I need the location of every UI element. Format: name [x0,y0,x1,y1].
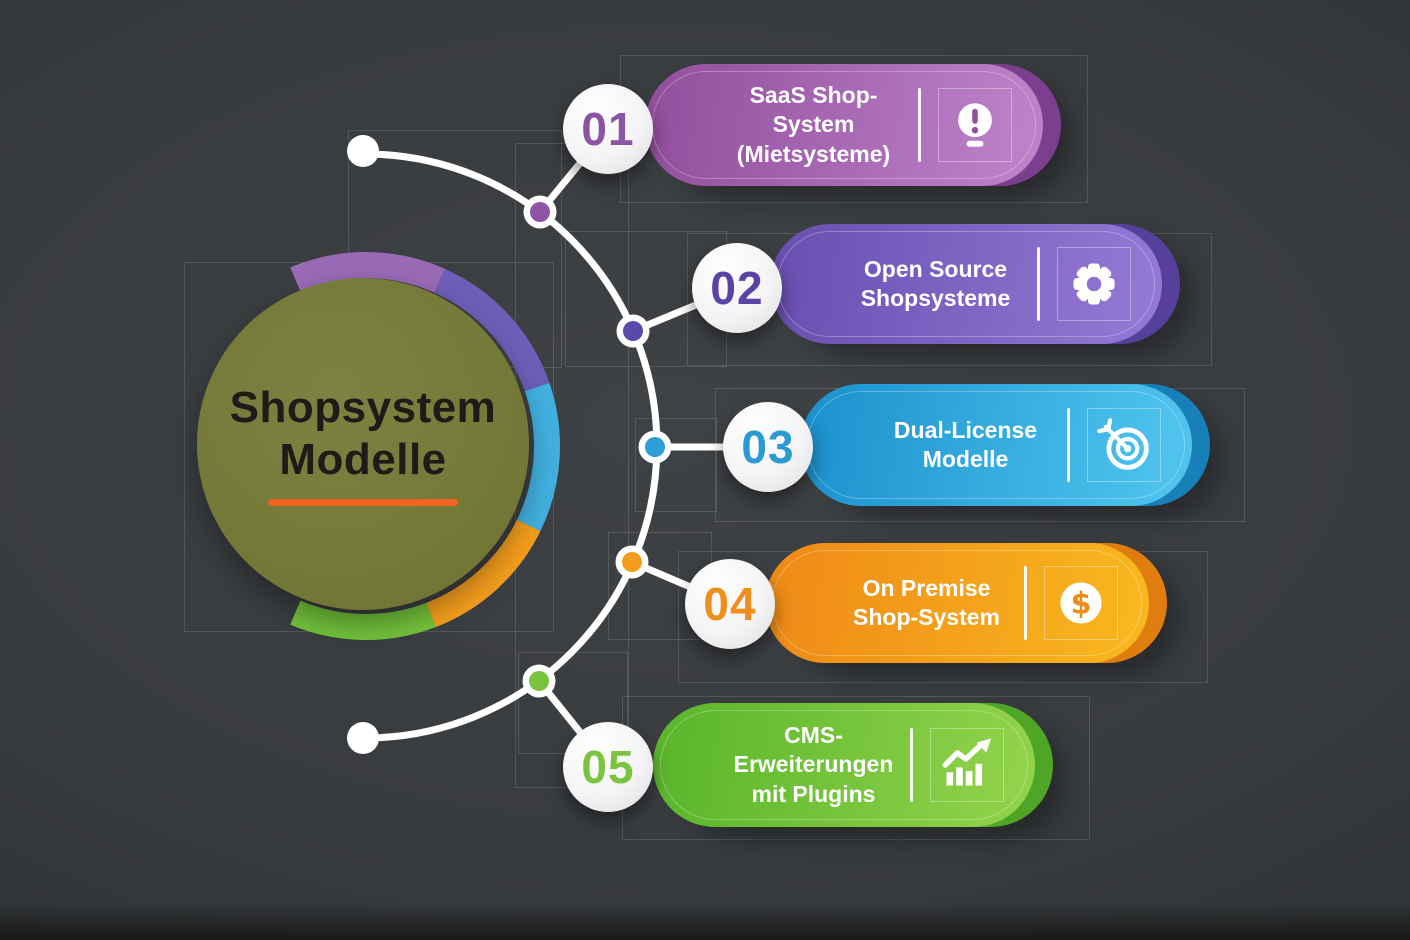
pill-divider [1024,566,1027,640]
step-circle-02: 02 [692,243,782,333]
step-number: 03 [741,421,795,473]
item-label: Dual-License Modelle [878,416,1053,475]
item-pill-on-premise: On Premise Shop-System $ [765,543,1167,663]
item-pill-cms: CMS-Erweiterungen mit Plugins [653,703,1053,827]
pill-divider [1067,408,1070,482]
title-underline [268,499,458,507]
lightbulb-exclamation-icon [958,103,992,147]
item-label-line2: mit Plugins [751,780,876,807]
step-circle-04: 04 [685,559,775,649]
item-pill-open-source: Open Source Shopsysteme [770,224,1180,344]
step-number: 01 [581,103,635,155]
item-label-line2: Modelle [922,446,1009,472]
pill-divider [918,88,921,162]
step-circle-01: 01 [563,84,653,174]
title-line-1: Shopsystem [229,382,497,432]
icon-frame: $ [1035,557,1127,649]
item-label: Open Source Shopsysteme [848,255,1023,314]
item-label-line2: Shop-System [853,604,1000,630]
item-pill-dual-license: Dual-License Modelle [800,384,1210,506]
step-circle-03: 03 [723,402,813,492]
icon-frame [1048,238,1140,330]
item-label-line1: CMS-Erweiterungen [733,721,894,778]
decor-rectangle [635,418,717,512]
icon-frame [921,719,1013,811]
growth-chart-icon [942,738,992,786]
step-number: 02 [710,262,764,314]
pill-body: CMS-Erweiterungen mit Plugins [653,703,1035,827]
icon-frame [1078,399,1170,491]
item-label-line1: SaaS Shop-System [749,81,878,138]
item-label-line1: Open Source [863,255,1008,282]
step-number: 04 [703,578,757,630]
item-label: SaaS Shop-System (Mietsysteme) [723,81,904,169]
pill-divider [910,728,913,802]
pill-body: SaaS Shop-System (Mietsysteme) [645,64,1043,186]
item-label-line2: (Mietsysteme) [736,140,891,167]
item-label-line2: Shopsysteme [860,285,1011,311]
dollar-coin-icon: $ [1060,582,1102,624]
svg-text:$: $ [1070,587,1091,622]
item-label-line1: Dual-License [893,416,1038,443]
icon-frame [929,79,1021,171]
target-arrow-icon [1097,418,1149,470]
step-number: 05 [581,741,635,793]
pill-body: On Premise Shop-System $ [765,543,1149,663]
arc-end-dot-bottom [347,722,379,754]
item-label: CMS-Erweiterungen mit Plugins [731,721,896,809]
pill-divider [1037,247,1040,321]
item-label: On Premise Shop-System [843,574,1010,633]
gear-icon [1073,263,1115,305]
item-label-line1: On Premise [862,574,991,601]
pill-body: Dual-License Modelle [800,384,1192,506]
item-pill-saas: SaaS Shop-System (Mietsysteme) [645,64,1061,186]
step-circle-05: 05 [563,722,653,812]
page-title: Shopsystem Modelle [230,382,497,486]
title-line-2: Modelle [279,434,447,484]
center-circle: Shopsystem Modelle [197,278,529,610]
pill-body: Open Source Shopsysteme [770,224,1162,344]
